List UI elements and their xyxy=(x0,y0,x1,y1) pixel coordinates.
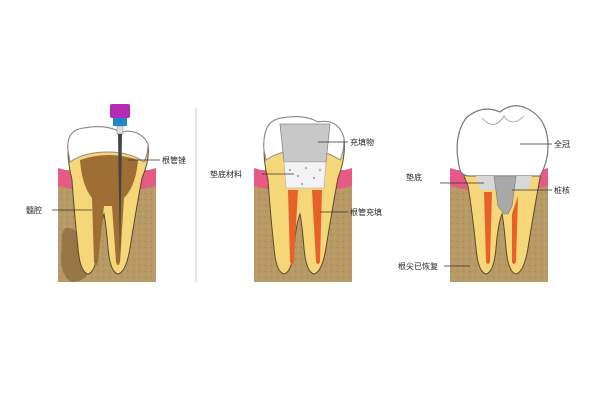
panel-root-canal-prep: 根管锉 髓腔 xyxy=(26,104,186,282)
label-file: 根管锉 xyxy=(162,155,186,165)
full-crown xyxy=(456,105,549,177)
file-collar xyxy=(113,118,127,126)
post-core xyxy=(493,175,517,215)
canal-fill-left xyxy=(288,190,298,264)
label-filling: 充填物 xyxy=(350,137,374,147)
pulp-chamber xyxy=(80,155,138,265)
panel-root-canal-fill: 充填物 垫底材料 根管充填 xyxy=(210,116,382,282)
file-handle xyxy=(110,104,130,118)
file-shank xyxy=(116,125,124,135)
canal-fill-left xyxy=(484,192,492,264)
label-crown: 全冠 xyxy=(554,139,570,149)
tooth-enamel xyxy=(67,126,149,163)
crown-filling xyxy=(279,123,331,163)
canal-fill-right xyxy=(312,190,322,264)
label-canal-fill: 根管充填 xyxy=(350,207,382,217)
canal-fill-right xyxy=(512,196,518,264)
label-apex: 根尖已恢复 xyxy=(398,261,438,271)
base-texture xyxy=(288,166,322,186)
panel-crown-restoration: 全冠 垫底 桩核 根尖已恢复 xyxy=(398,105,570,282)
label-post: 桩核 xyxy=(554,185,570,195)
label-base: 垫底 xyxy=(406,172,422,182)
crown-fissure xyxy=(481,115,525,125)
label-base: 垫底材料 xyxy=(210,169,242,179)
base-material xyxy=(283,161,327,189)
file-blade xyxy=(118,134,122,262)
label-pulp: 髓腔 xyxy=(26,205,42,215)
